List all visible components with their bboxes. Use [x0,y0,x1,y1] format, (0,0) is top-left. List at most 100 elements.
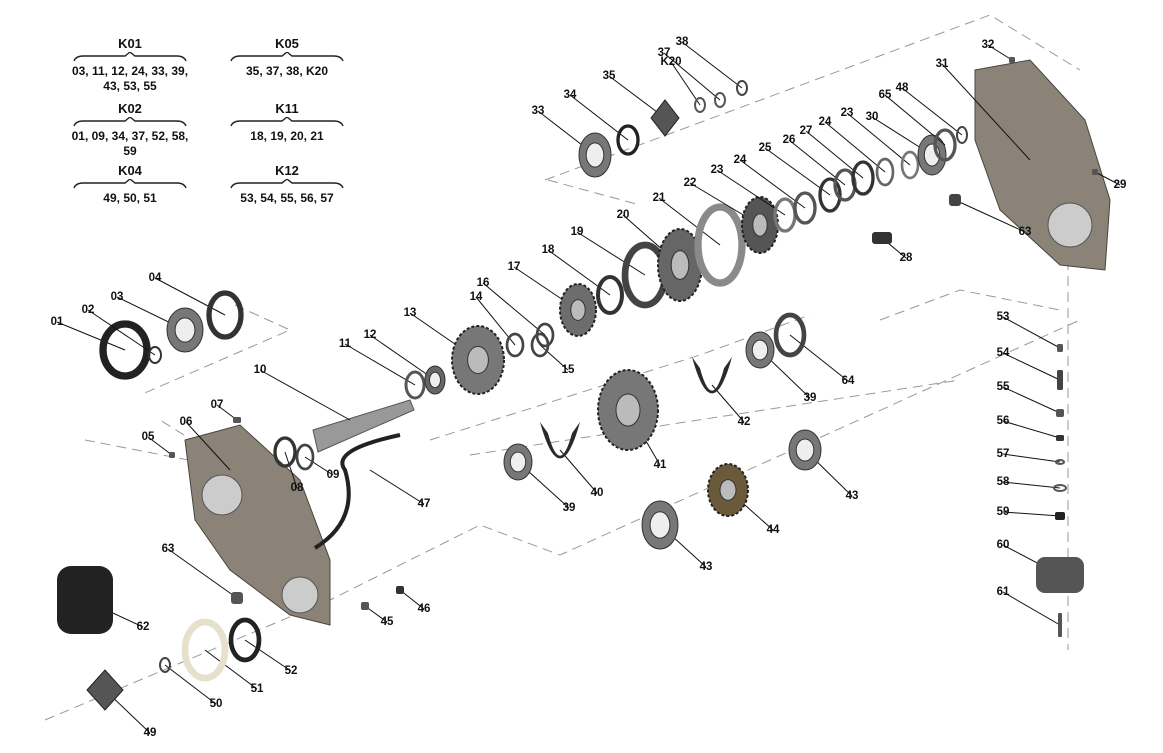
guide-part [692,357,732,394]
kit-code: K12 [275,163,299,178]
bearing-bore [751,339,769,361]
ring-part [1053,484,1067,492]
leader-line [954,199,1026,233]
small-part [1058,613,1062,637]
part-callout: 53 [996,311,1010,323]
leader-line [987,44,1013,61]
gear-hub [719,479,737,501]
leader-line [482,282,546,336]
leader-line [608,75,666,119]
leader-line [1002,420,1061,439]
small-part [1036,557,1084,593]
ring-part [404,370,426,400]
leader-line [824,121,886,173]
leader-line [1002,316,1061,349]
part-callout: 41 [653,459,667,471]
part-callout: 25 [758,142,772,154]
housing-bore [1047,202,1093,248]
part-callout: 55 [996,381,1010,393]
kit-code: K01 [118,36,142,51]
gear-hub [615,393,641,427]
part-callout: 32 [981,39,995,51]
main-shaft [312,399,415,453]
ring-part [736,80,748,96]
assembly-axis-line [84,419,241,471]
leader-line [344,343,416,386]
assembly-axis-line [429,314,811,441]
ring-part [159,657,171,673]
bearing-bore [509,451,527,473]
ring-part [933,128,957,162]
kit-items: 53, 54, 55, 56, 57 [240,191,334,205]
ring-part [1055,459,1065,465]
small-part [231,592,243,604]
leader-line [901,87,963,136]
part-callout: 51 [250,683,264,695]
brace-icon [230,179,344,189]
part-callout: 06 [179,416,193,428]
kit-k01: K01 03, 11, 12, 24, 33, 39, 43, 53, 55 [65,36,195,94]
part-callout: 28 [899,252,913,264]
ring-part [273,436,297,468]
assembly-axis-line [544,14,1081,181]
kit-code: K02 [118,101,142,116]
leader-line [663,52,721,101]
leader-line [789,334,849,382]
leader-line [1094,171,1121,186]
part-callout: 24 [818,116,832,128]
part-callout: 60 [996,539,1010,551]
kit-k02: K02 01, 09, 34, 37, 52, 58, 59 [65,101,195,159]
leader-line [1002,511,1061,517]
part-callout: 12 [363,329,377,341]
bearing-bore [429,371,441,389]
leader-line [670,61,701,106]
small-part [169,452,175,458]
part-callout: 42 [737,416,751,428]
part-callout: 13 [403,307,417,319]
kit-k04: K04 49, 50, 51 [65,163,195,206]
small-part [361,602,369,610]
leader-line [764,147,831,196]
leader-line [681,41,743,89]
part-callout: 24 [733,154,747,166]
gear-hub [670,250,690,280]
ring-part [793,191,817,225]
gear-hub [752,213,768,237]
part-callout: 27 [799,125,813,137]
part-callout: 40 [590,487,604,499]
small-part [949,194,961,206]
bearing-bore [649,511,671,539]
ring-part [228,617,262,663]
leader-line [739,159,806,209]
small-part [1092,169,1098,175]
leader-line [716,169,786,216]
flange-part [86,669,124,711]
part-callout: 61 [996,586,1010,598]
oil-tube [313,433,401,550]
small-part [1009,57,1015,63]
part-callout: 63 [161,543,175,555]
brace-icon [73,52,187,62]
leader-line [164,664,217,705]
kit-k12: K12 53, 54, 55, 56, 57 [222,163,352,206]
leader-line [711,384,745,423]
ring-part [505,332,525,358]
kit-code: K05 [275,36,299,51]
part-callout: 35 [602,70,616,82]
small-part [1057,344,1063,352]
bearing-bore [174,317,196,343]
assembly-axis-line [139,304,292,396]
part-callout: 34 [563,89,577,101]
part-callout: 44 [766,524,780,536]
leader-line [369,334,436,381]
part-callout: 08 [290,482,304,494]
kit-items: 03, 11, 12, 24, 33, 39, 43, 53, 55 [71,64,189,93]
part-callout: 23 [710,164,724,176]
part-callout: 07 [210,399,224,411]
leader-line [941,63,1031,161]
part-callout: 18 [541,244,555,256]
kit-items: 01, 09, 34, 37, 52, 58, 59 [71,129,189,158]
part-callout: 22 [683,177,697,189]
part-callout: 02 [81,304,95,316]
